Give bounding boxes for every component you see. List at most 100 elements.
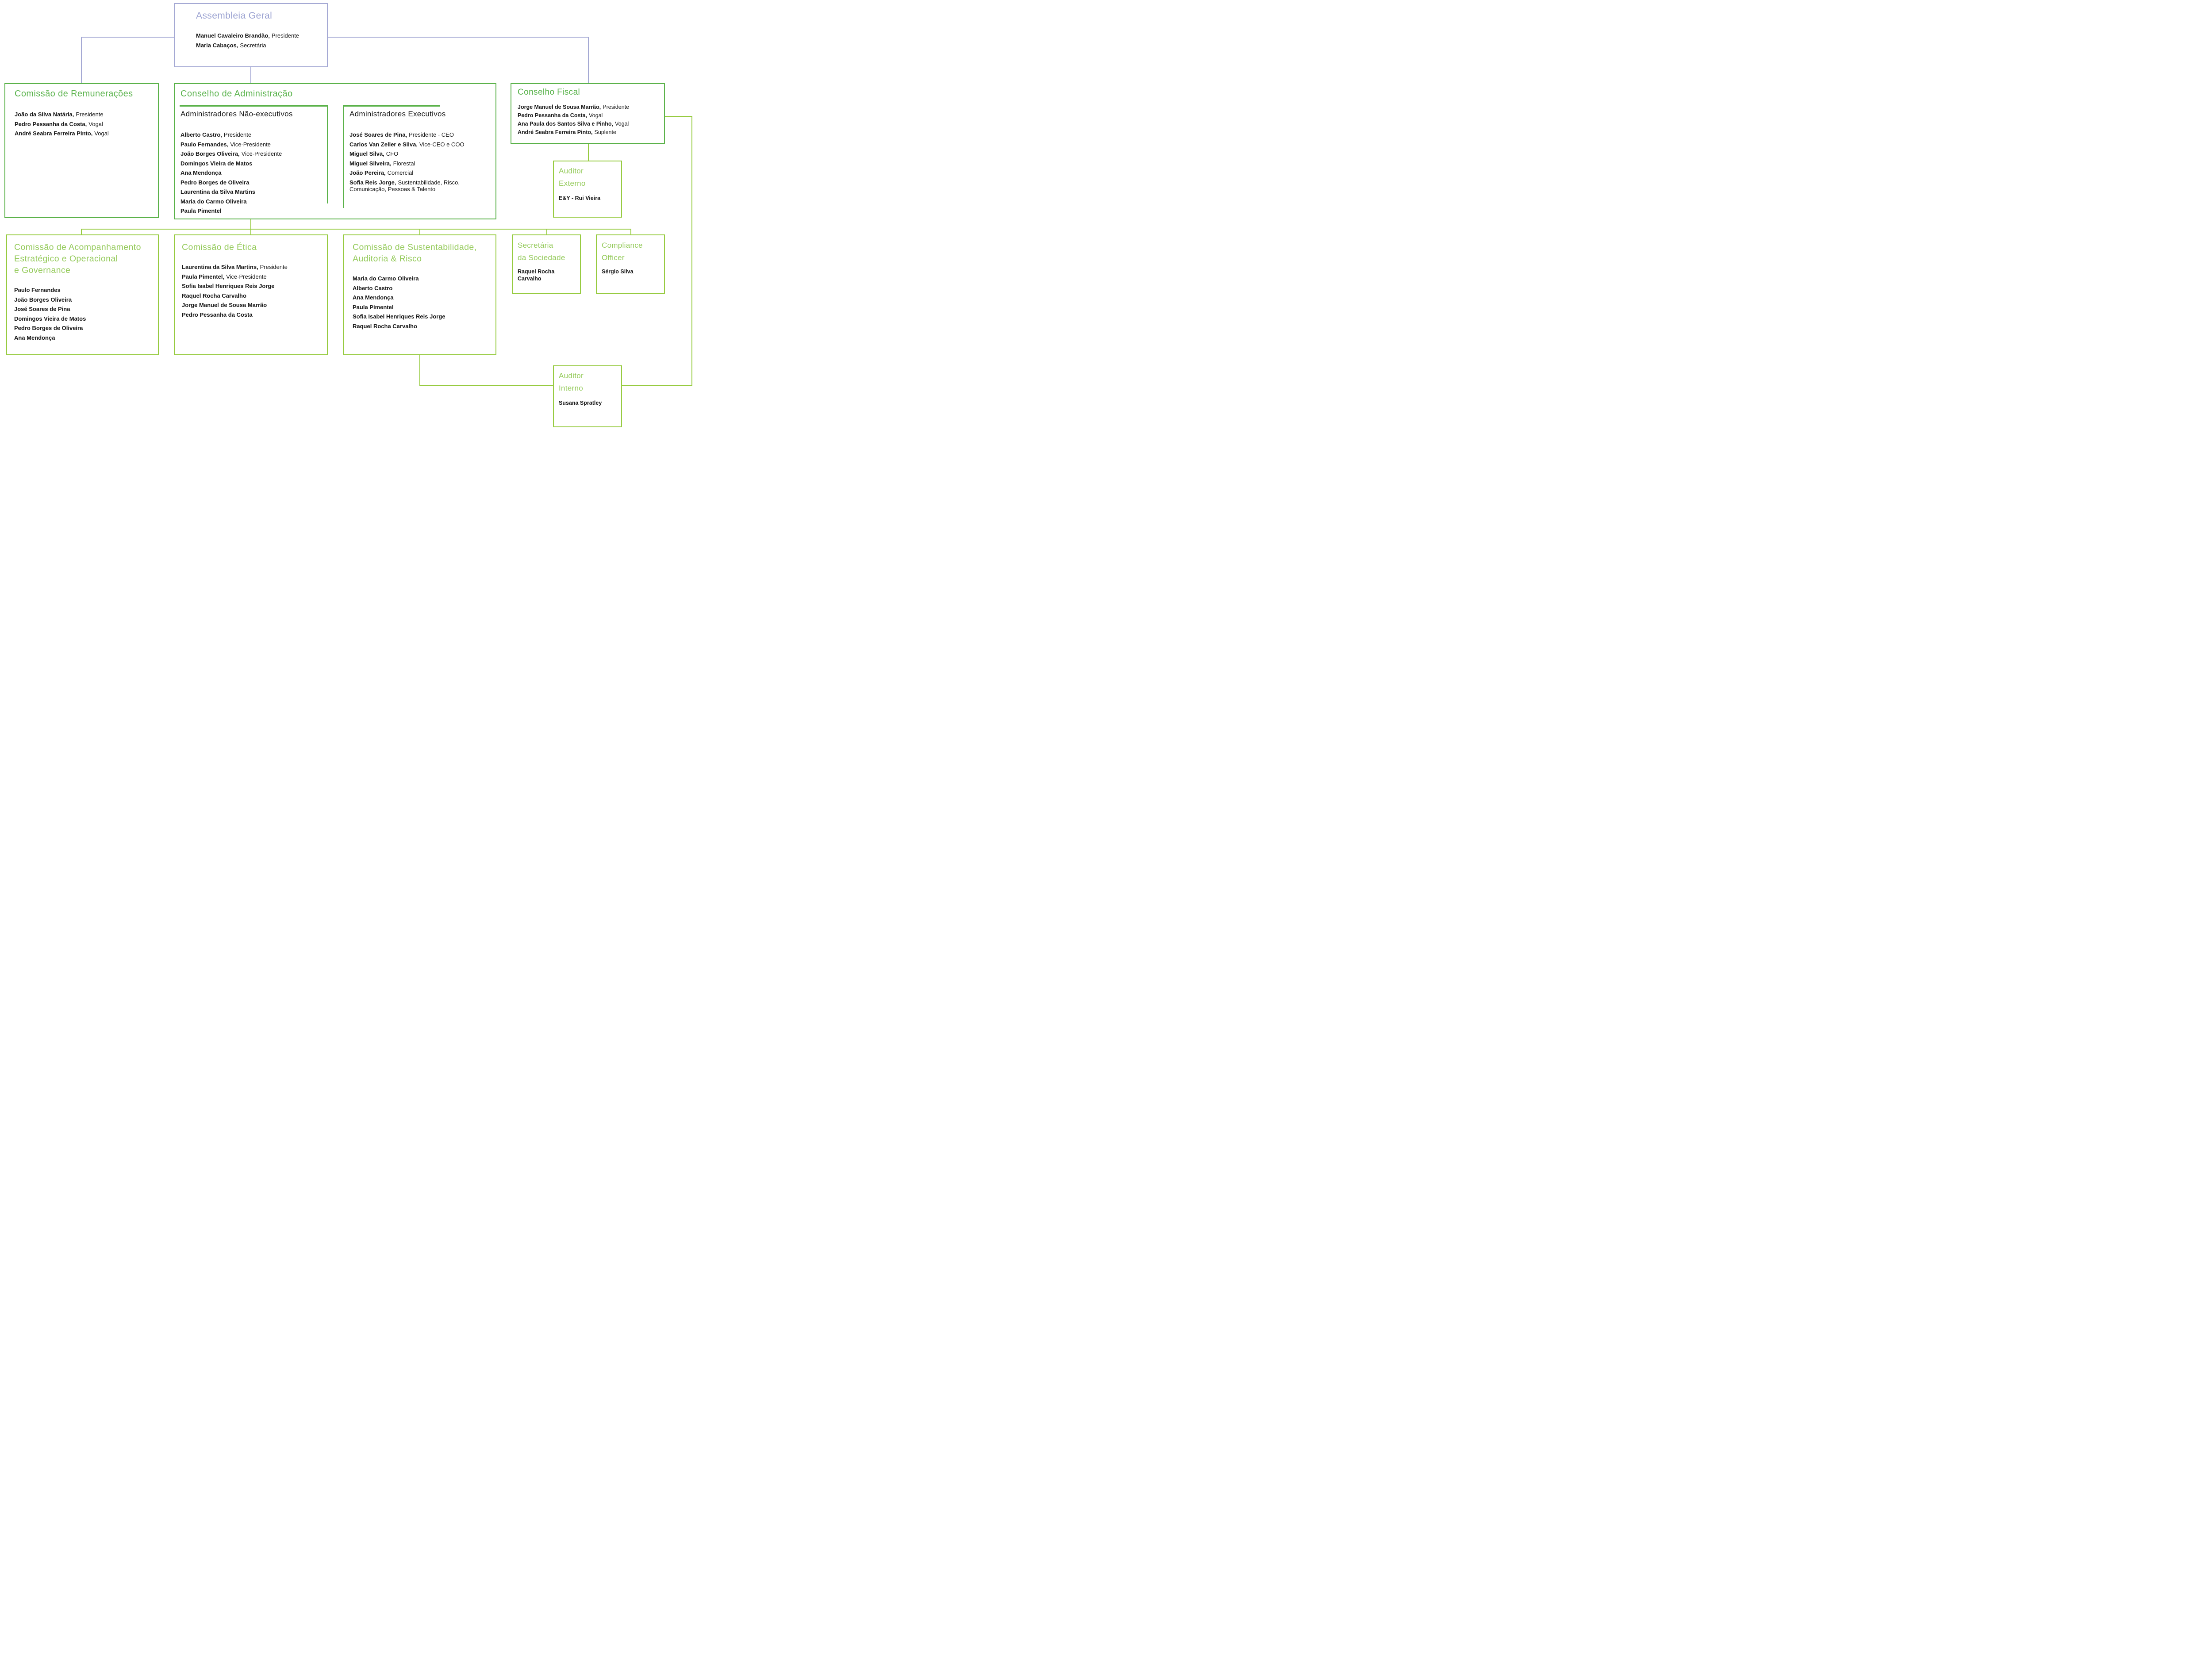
executivos-member-list: José Soares de Pina,Presidente - CEO Car… — [349, 130, 491, 194]
nao-executivos-member-list: Alberto Castro,Presidente Paulo Fernande… — [180, 130, 326, 216]
member-row: Paulo Fernandes,Vice-Presidente — [180, 141, 271, 148]
member-row: Sofia Reis Jorge,Sustentabilidade, Risco… — [349, 179, 460, 193]
comissao-etica-box: Comissão de Ética Laurentina da Silva Ma… — [174, 234, 328, 355]
member-row: Ana Mendonça — [353, 294, 394, 301]
member-row: Laurentina da Silva Martins,Presidente — [182, 264, 288, 270]
title-line: Officer — [602, 253, 625, 262]
connector-assembleia-left-h — [81, 37, 174, 38]
nao-executivos-right-border — [327, 105, 328, 203]
member-row: João da Silva Natária,Presidente — [15, 111, 104, 118]
connector-drop-sustentabilidade — [419, 229, 420, 234]
conselho-administracao-title: Conselho de Administração — [180, 89, 293, 99]
member-row: Domingos Vieira de Matos — [180, 160, 253, 167]
member-row: João Borges Oliveira,Vice-Presidente — [180, 150, 282, 157]
member-row: André Seabra Ferreira Pinto,Suplente — [518, 129, 616, 135]
member-row: Maria do Carmo Oliveira — [353, 275, 419, 282]
member-row: Paula Pimentel — [353, 303, 394, 311]
title-line: Comissão de Sustentabilidade, — [353, 242, 477, 252]
executivos-top-bar — [343, 105, 440, 107]
title-line: Compliance — [602, 241, 643, 249]
member-row: Paula Pimentel,Vice-Presidente — [182, 273, 267, 280]
member-row: Pedro Borges de Oliveira — [14, 325, 83, 331]
member-row: Miguel Silva,CFO — [349, 150, 399, 157]
title-line: Comissão de Acompanhamento — [14, 242, 141, 252]
member-row: Paulo Fernandes — [14, 287, 61, 293]
member-row: Raquel Rocha Carvalho — [182, 292, 246, 299]
administradores-executivos-box: Administradores Executivos José Soares d… — [349, 110, 491, 194]
secretaria-name: Raquel Rocha Carvalho — [518, 268, 555, 282]
administradores-nao-executivos-box: Administradores Não-executivos Alberto C… — [180, 110, 326, 216]
member-row: Maria do Carmo Oliveira — [180, 198, 247, 205]
member-row: Pedro Pessanha da Costa,Vogal — [15, 120, 103, 127]
member-row: Laurentina da Silva Martins — [180, 188, 256, 195]
comissao-sustentabilidade-box: Comissão de Sustentabilidade, Auditoria &… — [343, 234, 496, 355]
connector-right-side-v — [691, 116, 692, 386]
assembleia-geral-box: Assembleia Geral Manuel Cavaleiro Brandã… — [174, 3, 328, 67]
assembleia-geral-title: Assembleia Geral — [196, 11, 273, 21]
conselho-fiscal-title: Conselho Fiscal — [518, 88, 580, 97]
connector-fiscal-auditor-externo-v — [588, 144, 589, 161]
sustentabilidade-member-list: Maria do Carmo Oliveira Alberto Castro A… — [353, 274, 495, 331]
remuneracoes-member-list: João da Silva Natária,Presidente Pedro P… — [15, 110, 158, 138]
comissao-remuneracoes-title: Comissão de Remunerações — [15, 89, 133, 99]
connector-drop-compliance — [630, 229, 631, 234]
title-line: Estratégico e Operacional — [14, 254, 118, 264]
connector-auditor-interno-right-h — [622, 385, 692, 386]
connector-sustentabilidade-down-v — [419, 355, 420, 386]
org-chart: Assembleia Geral Manuel Cavaleiro Brandã… — [0, 0, 694, 428]
member-row: Pedro Borges de Oliveira — [180, 179, 250, 186]
connector-administracao-v — [250, 67, 251, 83]
connector-auditor-interno-left-h — [419, 385, 553, 386]
title-line: Auditoria & Risco — [353, 254, 422, 264]
connector-row3-h — [81, 229, 631, 230]
connector-fiscal-v — [588, 37, 589, 83]
member-row: Maria Cabaços,Secretária — [196, 42, 266, 49]
connector-fiscal-right-h — [665, 116, 692, 117]
auditor-externo-name: E&Y - Rui Vieira — [559, 195, 601, 201]
compliance-officer-name: Sérgio Silva — [602, 268, 634, 275]
nao-executivos-top-bar — [180, 105, 328, 107]
connector-remuneracoes-v — [81, 37, 82, 83]
member-row: Domingos Vieira de Matos — [14, 315, 86, 322]
title-line: e Governance — [14, 265, 71, 275]
fiscal-member-list: Jorge Manuel de Sousa Marrão,Presidente … — [518, 103, 664, 137]
connector-administracao-etica-v — [250, 219, 251, 234]
member-row: Ana Mendonça — [14, 334, 55, 341]
comissao-etica-title: Comissão de Ética — [182, 242, 257, 252]
member-row: Carlos Van Zeller e Silva,Vice-CEO e COO — [349, 141, 465, 148]
etica-member-list: Laurentina da Silva Martins,Presidente P… — [182, 262, 327, 319]
executivos-left-border — [343, 105, 344, 208]
member-row: José Soares de Pina — [14, 306, 70, 312]
assembleia-member-list: Manuel Cavaleiro Brandão,Presidente Mari… — [196, 31, 327, 50]
comissao-sustentabilidade-title: Comissão de Sustentabilidade, Auditoria &… — [353, 242, 495, 265]
member-row: André Seabra Ferreira Pinto,Vogal — [15, 130, 109, 137]
member-row: João Borges Oliveira — [14, 296, 72, 303]
comissao-remuneracoes-box: Comissão de Remunerações João da Silva N… — [4, 83, 159, 218]
member-row: Alberto Castro,Presidente — [180, 131, 252, 138]
member-row: Jorge Manuel de Sousa Marrão,Presidente — [518, 104, 630, 110]
administradores-executivos-title: Administradores Executivos — [349, 110, 446, 118]
member-row: Sofia Isabel Henriques Reis Jorge — [353, 313, 445, 320]
connector-assembleia-right-h — [328, 37, 588, 38]
conselho-fiscal-box: Conselho Fiscal Jorge Manuel de Sousa Ma… — [511, 83, 665, 144]
acompanhamento-member-list: Paulo Fernandes João Borges Oliveira Jos… — [14, 285, 158, 342]
connector-drop-acompanhamento — [81, 229, 82, 234]
conselho-administracao-box: Conselho de Administração Administradore… — [174, 83, 496, 219]
member-row: Ana Paula dos Santos Silva e Pinho,Vogal — [518, 121, 629, 127]
connector-drop-secretaria — [546, 229, 547, 234]
member-row: Miguel Silveira,Florestal — [349, 160, 415, 167]
member-row: Sofia Isabel Henriques Reis Jorge — [182, 283, 275, 289]
member-row: Pedro Pessanha da Costa,Vogal — [518, 112, 603, 119]
member-row: Jorge Manuel de Sousa Marrão — [182, 302, 267, 308]
member-row: Manuel Cavaleiro Brandão,Presidente — [196, 32, 300, 39]
title-line: Externo — [559, 179, 586, 188]
